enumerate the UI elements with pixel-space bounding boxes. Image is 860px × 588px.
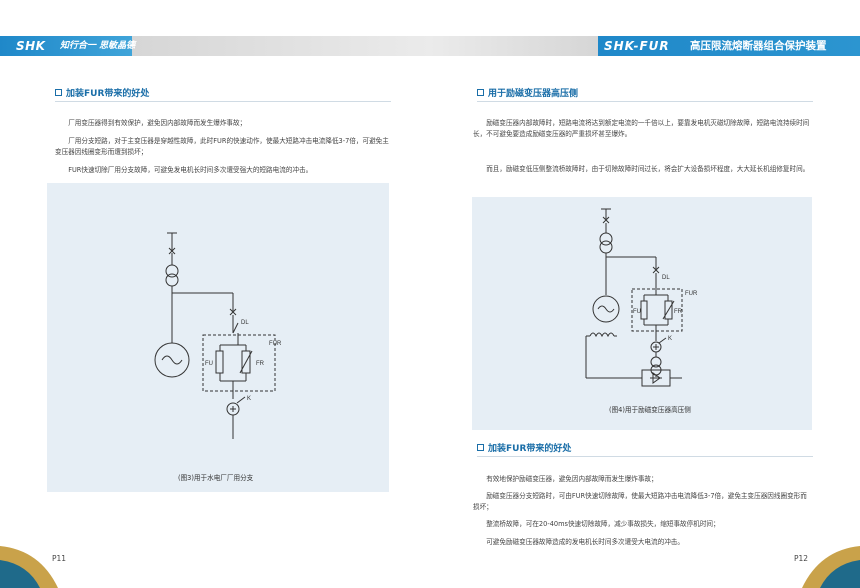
corner-decoration-left (0, 546, 58, 588)
fu-label: FU (633, 309, 641, 315)
right-section-heading-2: 加装FUR带来的好处 (477, 441, 571, 454)
circuit-diagram: DL FUR FU FR K (585, 208, 698, 387)
product-brand: SHK-FUR (604, 39, 670, 53)
paragraph: 可避免励磁变压器故障造成的发电机长时间多次遭受大电流的冲击。 (486, 538, 684, 546)
divider (477, 456, 813, 457)
paragraph: 厂用变压器得到有效保护，避免因内部故障而发生爆炸事故； (68, 119, 247, 127)
fur-label: FUR (685, 291, 698, 297)
circuit-figure-4: DL FUR FU FR K (472, 197, 812, 430)
right-section-heading-1: 用于励磁变压器高压侧 (477, 86, 578, 99)
header-bar-left (0, 36, 132, 56)
divider (55, 101, 391, 102)
header-bar-right (598, 36, 860, 56)
page-number-left: P11 (52, 554, 67, 563)
company-slogan: 知行合一 思敏晶德 (60, 41, 136, 51)
heading-square-icon (477, 89, 484, 96)
corner-decoration-right (802, 546, 860, 588)
paragraph: 励磁变压器分支短路时，可由FUR快速切除故障，使最大短路冲击电流降低3-7倍，避… (473, 492, 807, 511)
k-label: K (668, 336, 672, 342)
heading-square-icon (55, 89, 62, 96)
circuit-diagram: DL FUR FU FR K (154, 232, 282, 439)
figure-3-caption: (图3)用于水电厂厂用分支 (178, 474, 254, 482)
heading-square-icon (477, 444, 484, 451)
divider (477, 101, 813, 102)
paragraph: 而且，励磁变低压侧整流桥故障时，由于切除故障时间过长，将会扩大设备损坏程度，大大… (486, 165, 810, 173)
header-bar-right-grey (430, 36, 598, 56)
header-bar-left-grey (132, 36, 430, 56)
paragraph: 有效地保护励磁变压器，避免因内部故障而发生爆炸事故； (486, 475, 658, 483)
dl-label: DL (241, 320, 249, 326)
figure-4-caption: (图4)用于励磁变压器高压侧 (609, 406, 691, 414)
left-section-heading: 加装FUR带来的好处 (55, 86, 149, 99)
paragraph: 整流桥故障，可在20-40ms快速切除故障，减少事故损失，缩短事故停机时间； (486, 520, 720, 528)
page-number-right: P12 (794, 554, 809, 563)
paragraph: 厂用分支短路，对于主变压器是穿越性故障，此时FUR的快速动作，使最大短路冲击电流… (55, 137, 389, 156)
paragraph: 励磁变压器内部故障时，短路电流将达到额定电流的一千倍以上，要靠发电机灭磁切除故障… (473, 119, 810, 138)
product-title: 高压限流熔断器组合保护装置 (690, 40, 827, 52)
circuit-figure-3: DL FUR FU FR K (47, 183, 389, 492)
fur-label: FUR (269, 341, 282, 347)
fu-label: FU (205, 361, 213, 367)
fr-label: FR (256, 361, 265, 367)
k-label: K (247, 396, 251, 402)
dl-label: DL (662, 275, 670, 281)
fr-label: FR (674, 309, 683, 315)
company-logo: SHK (16, 39, 46, 53)
paragraph: FUR快速切除厂用分支故障，可避免发电机长时间多次遭受强大的短路电流的冲击。 (68, 166, 313, 174)
